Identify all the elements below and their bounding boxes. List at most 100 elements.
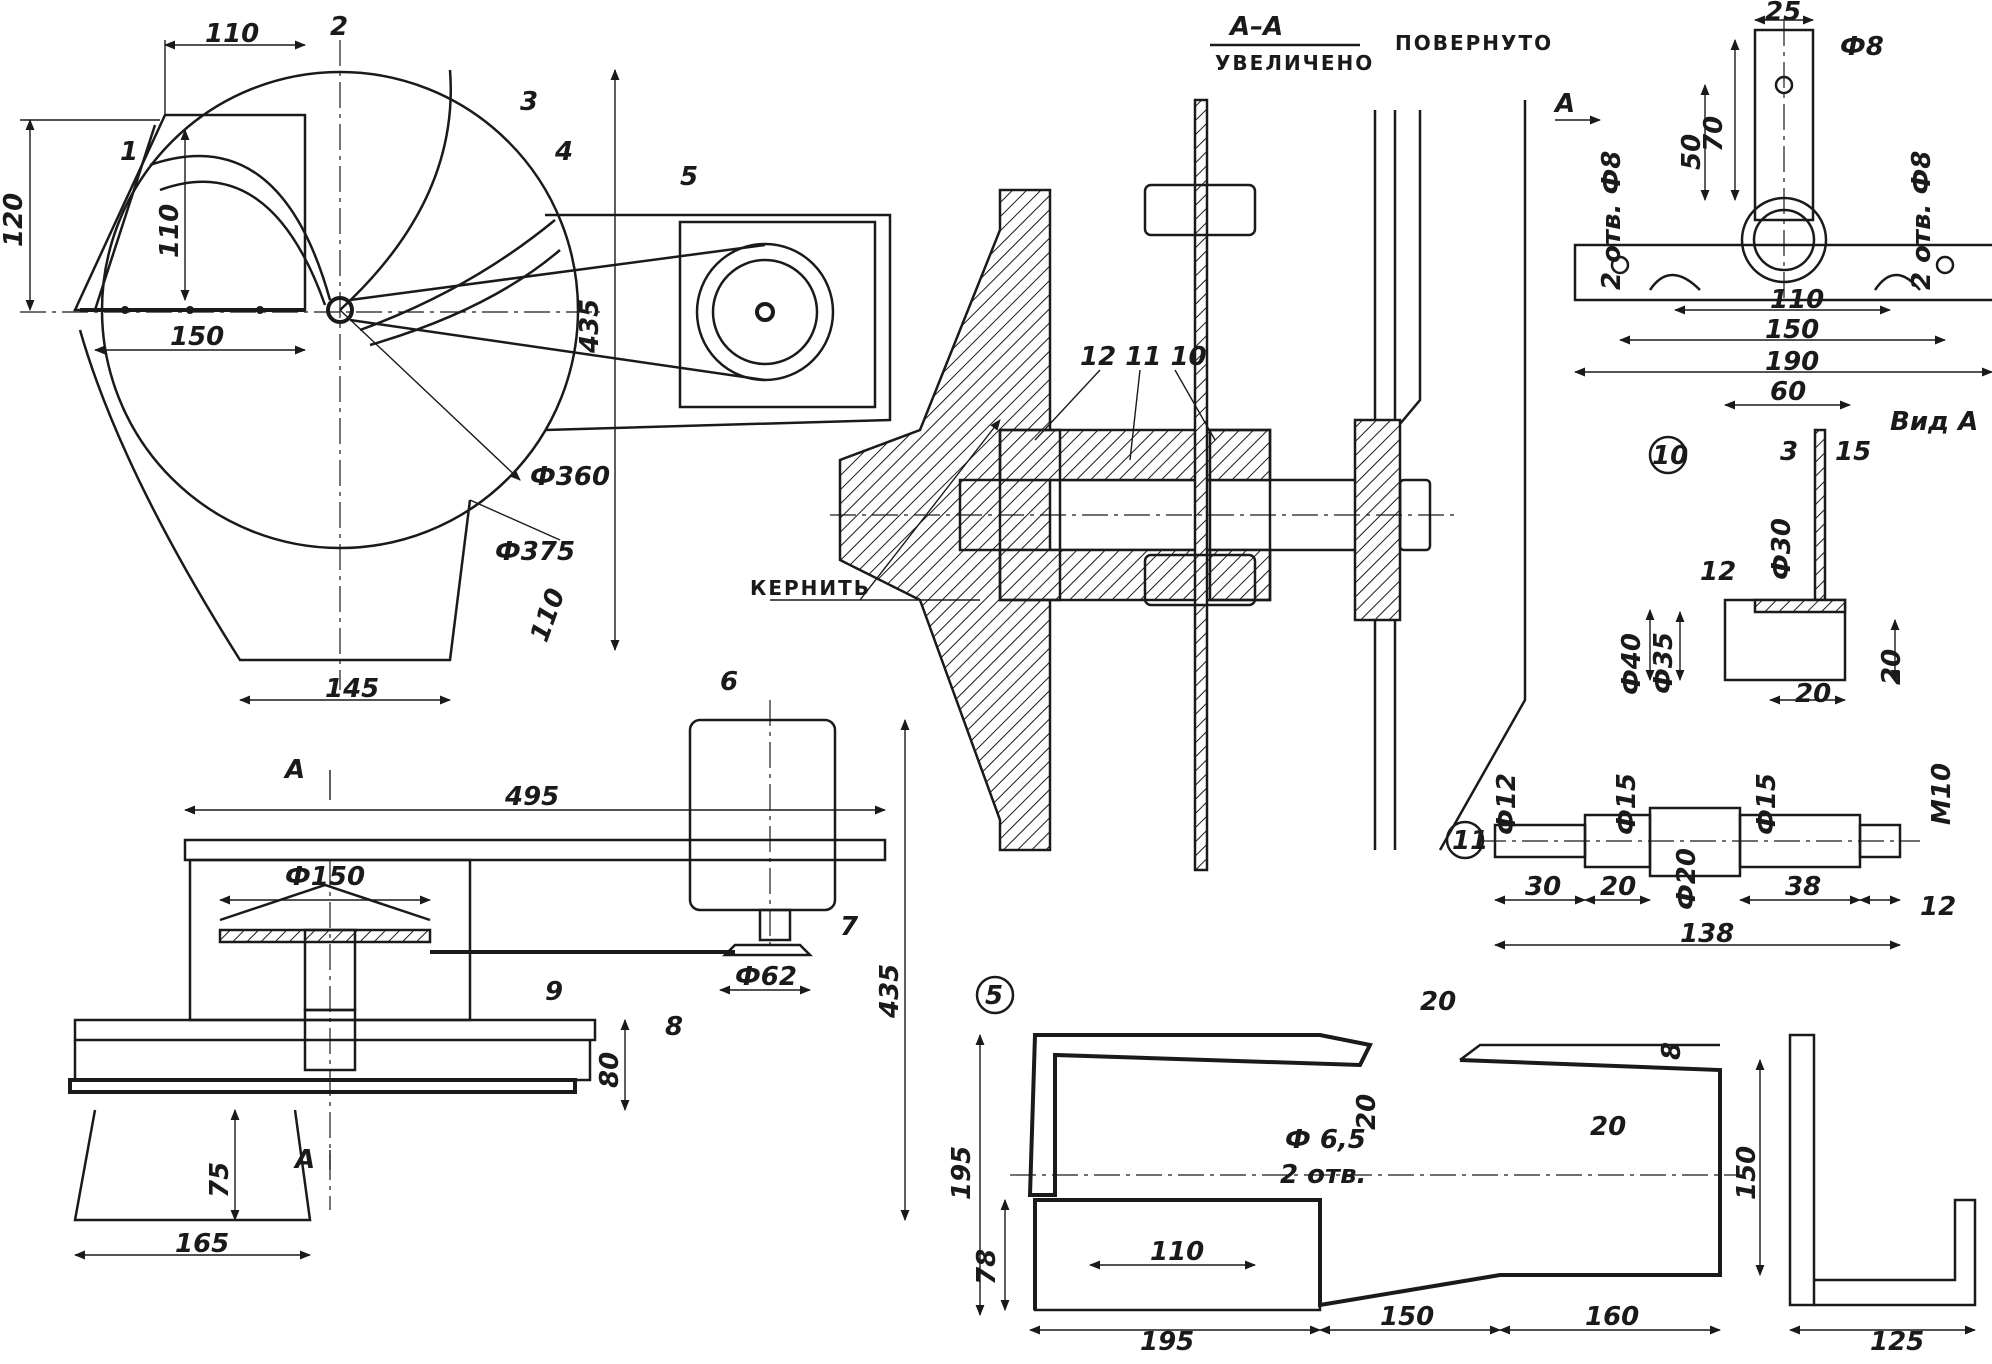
dim-25: 25 bbox=[1765, 0, 1801, 27]
dim-dia-62: Ф62 bbox=[735, 962, 797, 992]
dim-30: 30 bbox=[1525, 872, 1561, 902]
blade-arc-a bbox=[359, 219, 556, 332]
part-2-label: 2 bbox=[330, 12, 348, 42]
dim-125: 125 bbox=[1870, 1327, 1924, 1357]
part-5-callout: 5 bbox=[985, 981, 1003, 1011]
motor-bracket bbox=[544, 213, 892, 432]
front-view: 1 2 3 4 5 110 120 110 150 435 Ф360 Ф375 … bbox=[0, 12, 892, 705]
dim-dia-360: Ф360 bbox=[530, 462, 610, 492]
part-5-detail: 5 20 20 8 20 Ф 6,5 2 отв. 195 150 78 110… bbox=[947, 975, 1977, 1357]
flange bbox=[1353, 418, 1402, 622]
dim-38: 38 bbox=[1785, 872, 1821, 902]
dim-hole-8: Ф8 bbox=[1840, 32, 1884, 62]
dim-dia-20: Ф20 bbox=[1672, 848, 1702, 910]
section-title: А–А bbox=[1228, 12, 1283, 42]
hopper-outline bbox=[73, 113, 307, 312]
casing-wall-a bbox=[1373, 110, 1397, 443]
dim-12-cup: 12 bbox=[1700, 557, 1736, 587]
dim-80: 80 bbox=[595, 1052, 625, 1088]
dim-20-shaft: 20 bbox=[1600, 872, 1636, 902]
part-1-label: 1 bbox=[120, 137, 138, 167]
top-rail bbox=[183, 838, 887, 862]
motor-6 bbox=[688, 718, 837, 912]
dim-50: 50 bbox=[1677, 134, 1707, 170]
dim-165: 165 bbox=[175, 1229, 229, 1259]
dim-dia-375: Ф375 bbox=[495, 537, 575, 567]
dim-2-holes-right: 2 отв. Ф8 bbox=[1907, 151, 1937, 290]
punch-note: КЕРНИТЬ bbox=[750, 576, 871, 600]
dim-110-diag: 110 bbox=[525, 585, 572, 646]
dim-dia-12: Ф12 bbox=[1492, 773, 1522, 835]
part-11-detail: 11 Ф12 Ф15 Ф15 М10 Ф20 30 20 38 12 138 bbox=[1445, 763, 1957, 950]
part-9-label: 9 bbox=[545, 977, 563, 1007]
parts-12-11-10-label: 12 11 10 bbox=[1080, 342, 1207, 372]
dim-138: 138 bbox=[1680, 919, 1734, 949]
dim-78: 78 bbox=[972, 1249, 1002, 1285]
dim-12-shaft: 12 bbox=[1920, 892, 1956, 922]
section-mark-a-top: А bbox=[283, 755, 305, 785]
section-a-a: А–А УВЕЛИЧЕНО ПОВЕРНУТО 12 11 10 КЕРНИТЬ bbox=[750, 12, 1553, 872]
funnel-outline bbox=[78, 329, 472, 662]
casing-wall-c bbox=[1394, 100, 1527, 851]
part-7-label: 7 bbox=[840, 912, 859, 942]
dim-435-side: 435 bbox=[875, 964, 905, 1019]
dim-dia-30: Ф30 bbox=[1767, 518, 1797, 580]
part-5-label: 5 bbox=[680, 162, 698, 192]
dim-dia-150: Ф150 bbox=[285, 862, 365, 892]
part-4-label: 4 bbox=[554, 137, 573, 167]
cone-blade bbox=[219, 883, 431, 922]
rotated-note: ПОВЕРНУТО bbox=[1395, 31, 1553, 55]
dim-dia-35: Ф35 bbox=[1649, 632, 1679, 694]
stem bbox=[1813, 428, 1827, 602]
dim-110-bracket5: 110 bbox=[1150, 1237, 1204, 1267]
view-a-label: Вид А bbox=[1890, 407, 1978, 437]
dim-150-bracket5: 150 bbox=[1380, 1302, 1434, 1332]
pulley-section bbox=[838, 188, 1052, 852]
lower-housing bbox=[73, 1040, 592, 1082]
part-10-detail: 10 Вид А 60 3 15 Ф30 12 Ф40 Ф35 20 20 bbox=[1617, 377, 1978, 709]
dim-20-cup-bottom: 20 bbox=[1795, 679, 1831, 709]
pulley-7 bbox=[721, 943, 814, 957]
dim-160: 160 bbox=[1585, 1302, 1639, 1332]
dim-110-left: 110 bbox=[155, 204, 185, 258]
dim-2-holes: 2 отв. bbox=[1280, 1160, 1366, 1190]
dim-145: 145 bbox=[325, 674, 379, 704]
dim-195: 195 bbox=[1140, 1327, 1194, 1357]
dim-3: 3 bbox=[1780, 437, 1798, 467]
dim-20-cup-right: 20 bbox=[1877, 649, 1907, 685]
motor-box bbox=[678, 220, 877, 409]
bracket-base bbox=[1033, 1198, 1322, 1312]
dim-70: 70 bbox=[1699, 116, 1729, 152]
dim-2-holes-left: 2 отв. Ф8 bbox=[1597, 151, 1627, 290]
dim-dia-15-b: Ф15 bbox=[1752, 773, 1782, 835]
dim-110-top: 110 bbox=[205, 19, 259, 49]
outlet-chute bbox=[73, 1109, 312, 1222]
dim-150-vertical: 150 bbox=[1732, 1146, 1762, 1200]
dim-20-slot: 20 bbox=[1590, 1112, 1626, 1142]
bracket-detail: А 25 Ф8 70 50 2 отв. Ф8 2 отв. Ф8 110 15… bbox=[1553, 0, 1992, 377]
bolt-bottom bbox=[1143, 553, 1257, 607]
dim-195-vertical: 195 bbox=[947, 1146, 977, 1200]
drive-belt bbox=[349, 243, 766, 382]
dim-110-bracket: 110 bbox=[1770, 285, 1824, 315]
blade-arc-b bbox=[369, 249, 561, 347]
dim-20-top: 20 bbox=[1420, 987, 1456, 1017]
dim-495: 495 bbox=[504, 782, 559, 812]
motor-pulley-outer bbox=[695, 242, 835, 382]
dim-150-bracket: 150 bbox=[1765, 315, 1819, 345]
part-10-callout: 10 bbox=[1652, 441, 1688, 471]
dim-m10: М10 bbox=[1927, 763, 1957, 825]
part-8-label: 8 bbox=[665, 1012, 683, 1042]
dim-20-left: 20 bbox=[1352, 1094, 1382, 1130]
bottom-tray bbox=[68, 1078, 577, 1094]
bearing-housing-bottom bbox=[998, 548, 1272, 602]
view-arrow-a: А bbox=[1553, 89, 1575, 119]
dim-120: 120 bbox=[0, 193, 29, 247]
dim-60: 60 bbox=[1770, 377, 1806, 407]
side-leg bbox=[1788, 1033, 1816, 1307]
dim-dia-15-a: Ф15 bbox=[1612, 773, 1642, 835]
bearing-housing-top bbox=[998, 428, 1272, 482]
part-6-label: 6 bbox=[720, 667, 738, 697]
part-3-label: 3 bbox=[520, 87, 538, 117]
